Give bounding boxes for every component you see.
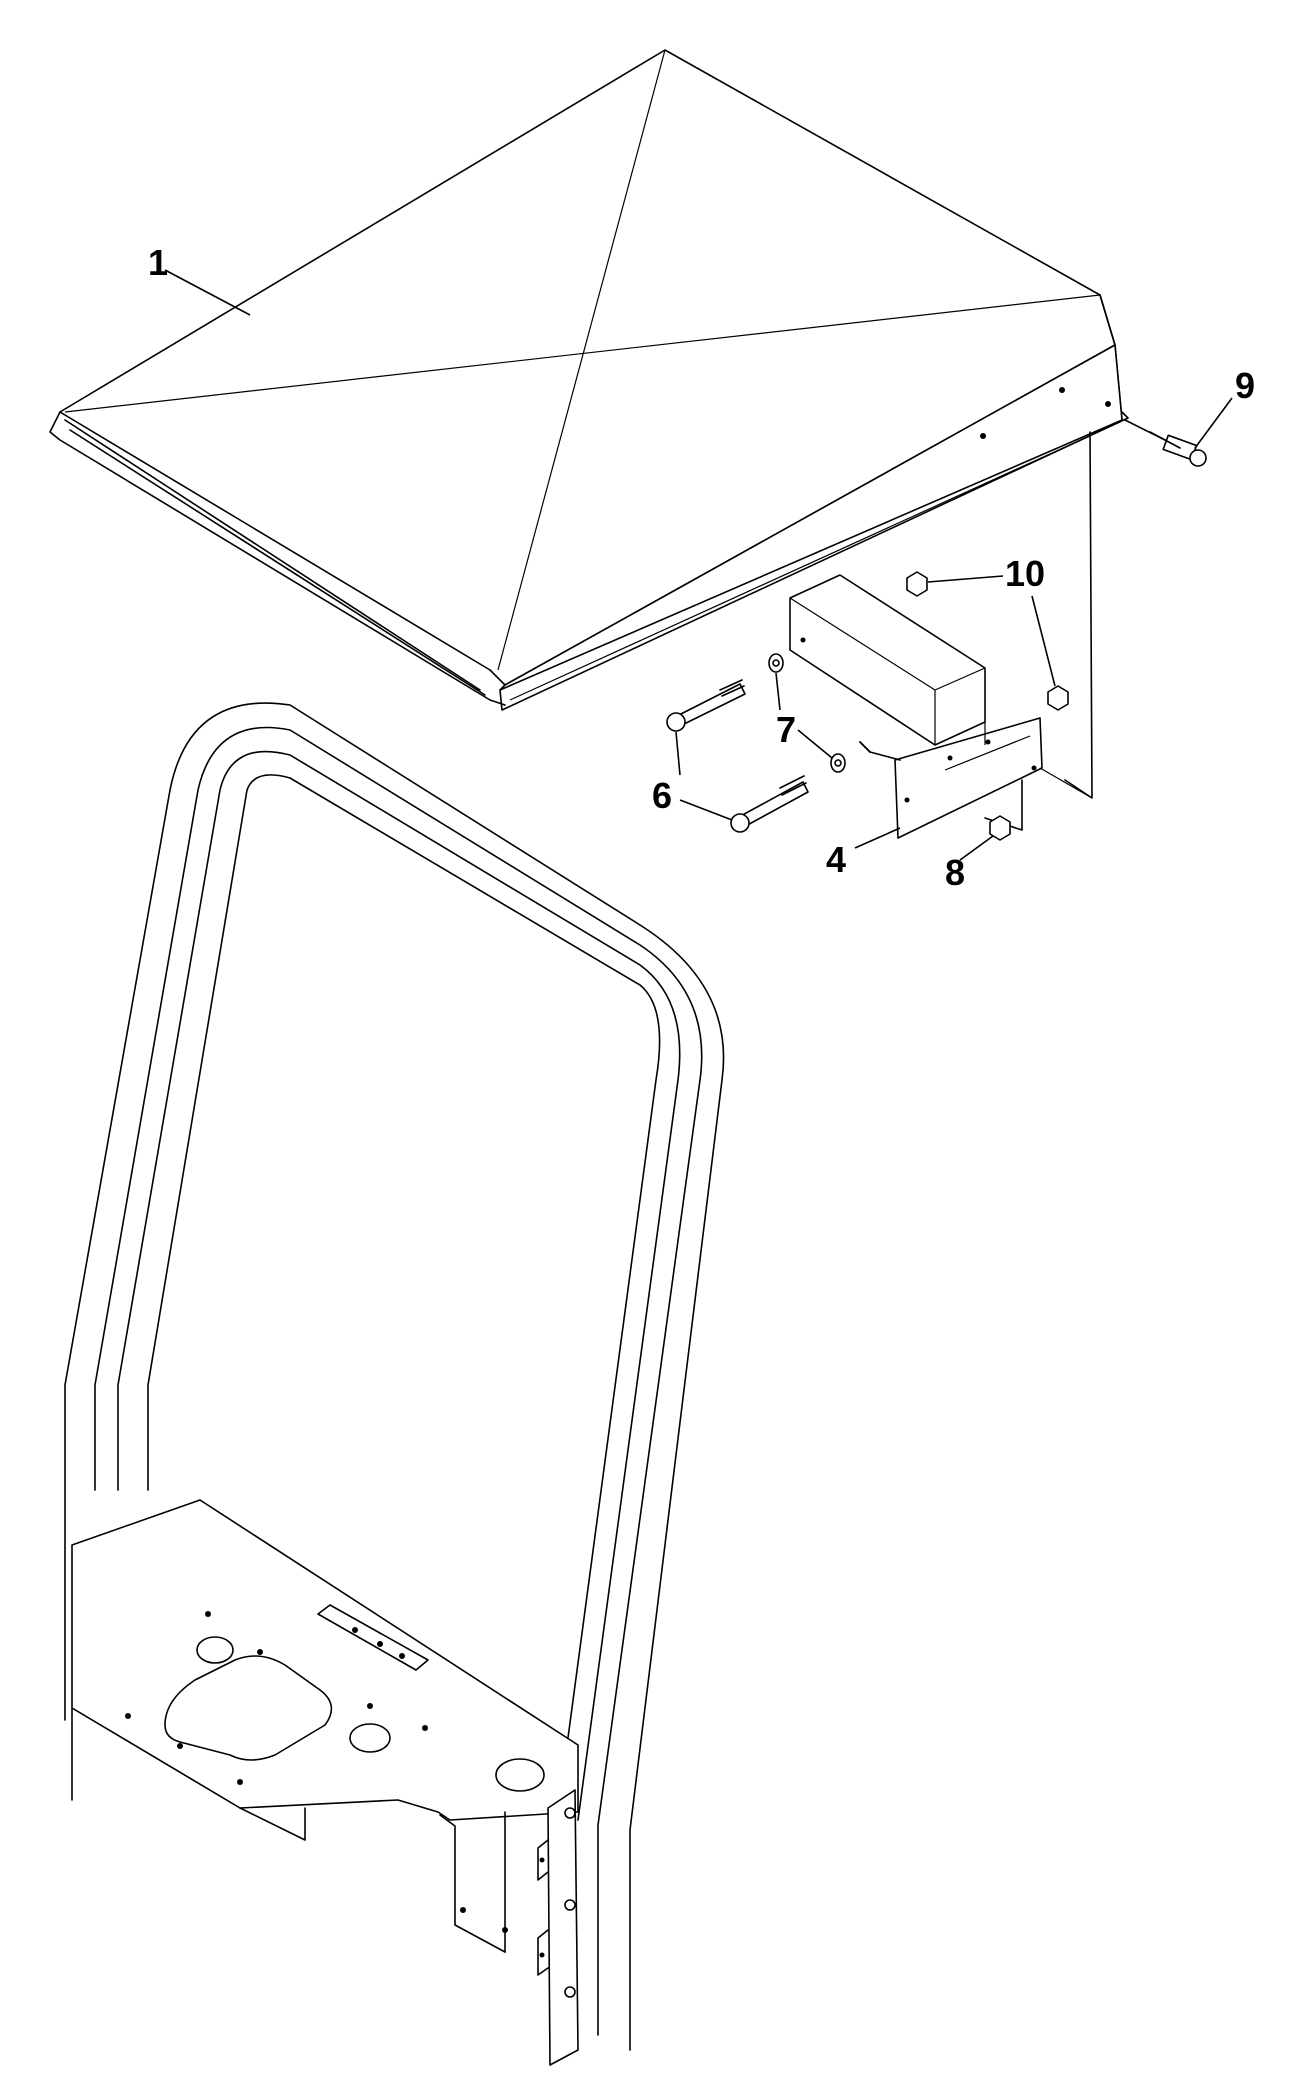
callout-1: 1 (148, 242, 168, 283)
callout-6: 6 (652, 775, 672, 816)
washer-7-lower (830, 753, 846, 773)
bolt-9 (1124, 419, 1207, 467)
bolt-6-upper (666, 679, 746, 732)
leader-9 (1194, 397, 1233, 449)
nut-10-lower (1047, 685, 1069, 711)
callout-10: 10 (1005, 553, 1045, 594)
leader-7b (797, 729, 833, 759)
leader-4 (854, 827, 901, 849)
washer-7-upper (768, 653, 784, 673)
leader-8 (959, 835, 994, 861)
leader-10b (1031, 595, 1056, 687)
leader-1 (164, 269, 251, 316)
callout-7: 7 (776, 709, 796, 750)
bolt-6-lower (730, 775, 809, 833)
nut-10-upper (906, 571, 928, 597)
leader-10a (927, 575, 1004, 583)
callout-9: 9 (1235, 365, 1255, 406)
leader-6b (679, 799, 733, 821)
nut-8 (989, 815, 1011, 841)
support-bracket (789, 574, 1093, 839)
roll-bar-frame (64, 702, 725, 2066)
leader-7a (775, 672, 781, 711)
leader-6a (675, 731, 681, 776)
callout-8: 8 (945, 852, 965, 893)
callout-4: 4 (826, 839, 846, 880)
